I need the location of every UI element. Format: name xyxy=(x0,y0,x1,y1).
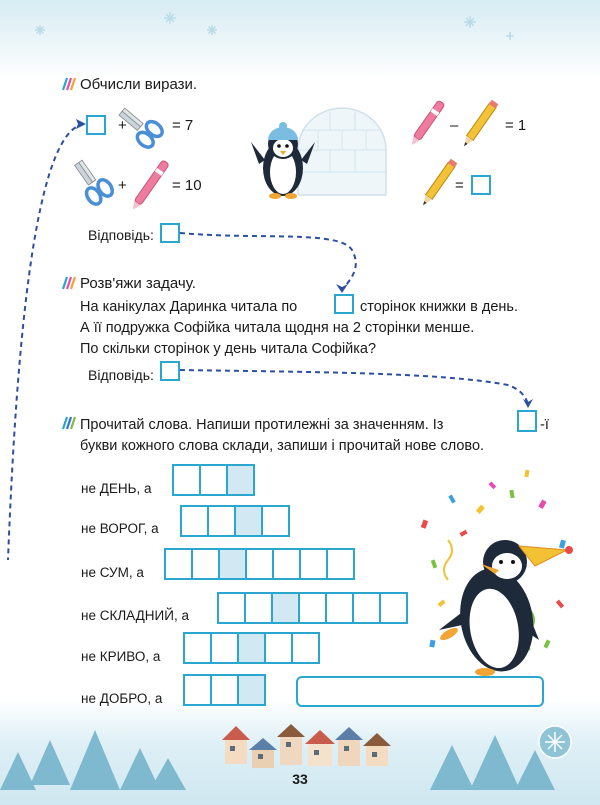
pages-per-day-box[interactable] xyxy=(334,294,354,314)
letter-cell[interactable] xyxy=(210,632,239,664)
village-houses xyxy=(222,724,391,768)
letter-cell[interactable] xyxy=(352,592,381,624)
snowflake-icon xyxy=(464,16,476,28)
answer-label: Відповідь: xyxy=(88,227,154,243)
letter-grid-row-1 xyxy=(172,464,255,496)
letter-grid-row-5 xyxy=(183,632,320,664)
word-row-label: не ДОБРО, а xyxy=(81,691,163,706)
letter-cell[interactable] xyxy=(180,505,209,537)
letter-cell[interactable] xyxy=(245,548,274,580)
letter-cell[interactable] xyxy=(210,674,239,706)
igloo-illustration xyxy=(297,107,387,196)
task3-text-line1-suffix: -ї xyxy=(540,417,549,433)
word-row-label: не ДЕНЬ, а xyxy=(81,481,152,496)
task2-text-line1-start: На канікулах Даринка читала по xyxy=(80,299,298,315)
pink-pen-icon xyxy=(132,160,169,210)
task-bullet-icon xyxy=(61,276,77,290)
letter-cell[interactable] xyxy=(379,592,408,624)
answer-box-task2[interactable] xyxy=(160,361,180,381)
page-number: 33 xyxy=(292,771,308,787)
letter-cell-highlighted[interactable] xyxy=(237,632,266,664)
letter-cell-highlighted[interactable] xyxy=(237,674,266,706)
letter-grid-row-2 xyxy=(180,505,290,537)
task2-text-line1-end: сторінок книжки в день. xyxy=(360,299,518,315)
word-row-label: не СКЛАДНИЙ, а xyxy=(81,608,189,623)
letter-cell[interactable] xyxy=(264,632,293,664)
letter-grid-row-4 xyxy=(217,592,408,624)
letter-cell[interactable] xyxy=(164,548,193,580)
confetti-decoration xyxy=(420,469,566,651)
party-penguin-icon xyxy=(439,540,573,676)
task-bullet-icon xyxy=(61,77,77,91)
letter-cell[interactable] xyxy=(261,505,290,537)
word-row-label: не ВОРОГ, а xyxy=(81,521,159,536)
equation-result: = 7 xyxy=(172,117,194,134)
task3-text-line2: букви кожного слова склади, запиши і про… xyxy=(80,438,485,454)
letter-cell[interactable] xyxy=(217,592,246,624)
letter-cell[interactable] xyxy=(191,548,220,580)
operator-minus: – xyxy=(450,117,459,134)
letter-cell[interactable] xyxy=(183,632,212,664)
pine-trees xyxy=(0,730,555,790)
task2-text-line3: По скільки сторінок у день читала Софійк… xyxy=(80,341,377,357)
letter-index-box[interactable] xyxy=(517,410,537,432)
arrowhead-icon xyxy=(336,284,348,293)
arrowhead-icon xyxy=(76,119,86,129)
answer-label: Відповідь: xyxy=(88,367,154,383)
letter-cell-highlighted[interactable] xyxy=(234,505,263,537)
letter-cell-highlighted[interactable] xyxy=(271,592,300,624)
snowflake-icon xyxy=(35,25,45,35)
letter-cell-highlighted[interactable] xyxy=(218,548,247,580)
snowflake-emblem-icon xyxy=(538,725,572,759)
equation-equals: = xyxy=(455,177,464,194)
pencil-icon xyxy=(423,158,458,206)
pink-pen-icon xyxy=(411,100,445,145)
task2-text-line2: А її подружка Софійка читала щодня на 2 … xyxy=(80,320,475,336)
task-bullet-icon xyxy=(61,416,77,430)
snowflake-icon xyxy=(207,25,217,35)
letter-cell[interactable] xyxy=(326,548,355,580)
snowflake-icon xyxy=(164,12,176,24)
equation-result: = 10 xyxy=(172,177,202,194)
task1-heading: Обчисли вирази. xyxy=(80,76,198,93)
dashed-connector-lines xyxy=(7,123,529,561)
task3-text-line1: Прочитай слова. Напиши протилежні за зна… xyxy=(80,417,444,433)
letter-cell[interactable] xyxy=(298,592,327,624)
letter-cell[interactable] xyxy=(325,592,354,624)
letter-grid-row-3 xyxy=(164,548,355,580)
task2-heading: Розв'яжи задачу. xyxy=(80,275,196,292)
letter-cell-highlighted[interactable] xyxy=(226,464,255,496)
scissors-icon xyxy=(118,107,164,149)
pencil-icon xyxy=(464,99,499,147)
operator-plus: + xyxy=(118,117,127,134)
answer-box-a[interactable] xyxy=(86,115,106,135)
answer-box-task1[interactable] xyxy=(160,223,180,243)
letter-cell[interactable] xyxy=(272,548,301,580)
letter-cell[interactable] xyxy=(183,674,212,706)
letter-cell[interactable] xyxy=(244,592,273,624)
letter-cell[interactable] xyxy=(199,464,228,496)
arrowhead-icon xyxy=(523,399,533,408)
new-word-answer-field[interactable] xyxy=(296,676,544,707)
letter-cell[interactable] xyxy=(299,548,328,580)
word-row-label: не КРИВО, а xyxy=(81,649,161,664)
word-row-label: не СУМ, а xyxy=(81,565,144,580)
letter-cell[interactable] xyxy=(207,505,236,537)
letter-cell[interactable] xyxy=(172,464,201,496)
scissors-icon xyxy=(74,159,115,206)
snowflake-icon xyxy=(506,32,514,40)
answer-box-b[interactable] xyxy=(471,175,491,195)
letter-grid-row-6 xyxy=(183,674,266,706)
penguin-icon xyxy=(251,122,315,199)
winter-sky-header xyxy=(0,0,600,80)
letter-cell[interactable] xyxy=(291,632,320,664)
operator-plus: + xyxy=(118,177,127,194)
equation-result: = 1 xyxy=(505,117,527,134)
